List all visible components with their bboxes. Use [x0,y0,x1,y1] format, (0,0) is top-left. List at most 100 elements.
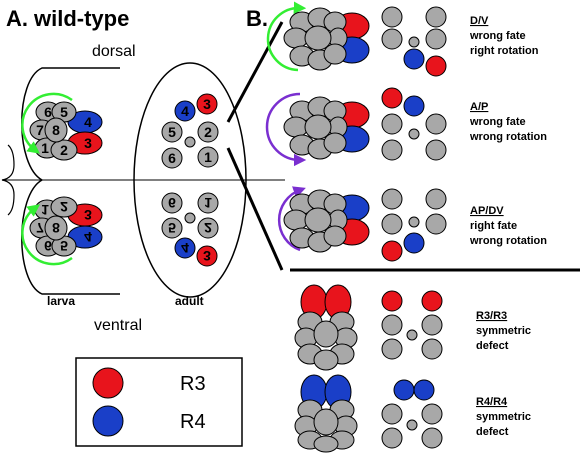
ommatidium-body [294,311,358,371]
row-dv: D/V wrong fate right rotation [266,1,539,77]
row-line2: right rotation [470,45,539,57]
cell-number: 3 [84,135,92,151]
panel-a-title: wild-type [33,6,129,31]
cell-number: 2 [204,220,212,236]
cell-number: 1 [204,195,212,211]
r3-cell [196,245,218,267]
rhabdomere-pattern [381,87,447,161]
cell-number: 6 [168,150,176,166]
larva-label: larva [47,294,75,308]
adult-label: adult [175,294,204,308]
row-title: A/P [470,101,488,113]
gray-cell-small [184,136,196,148]
row-title: D/V [470,15,489,27]
cell-number: 8 [52,220,60,236]
legend-r3-swatch [92,367,124,399]
panel-a-letter: A. [6,6,28,31]
ommatidium-body [283,96,348,160]
cell-number: 7 [36,220,44,236]
cell-number: 5 [168,124,176,140]
row-line2: defect [476,340,509,352]
cell-number: 4 [181,240,189,256]
gray-cell [161,217,183,239]
rhabdomere-pattern [381,188,447,262]
legend-r4-swatch [92,405,124,437]
gray-cell [197,146,219,168]
cell-number: 6 [44,238,52,254]
row-r3r3: R3/R3 symmetric defect [294,284,531,371]
cell-number: 3 [203,248,211,264]
cell-number: 2 [60,199,68,215]
row-title: R4/R4 [476,396,508,408]
gray-cell [197,121,219,143]
row-ap: A/P wrong fate wrong rotation [265,87,547,167]
gray-cell-center [44,117,68,143]
ommatidium-body [294,399,358,453]
row-r4r4: R4/R4 symmetric defect [294,374,531,453]
gray-cell [197,217,219,239]
gray-cell [161,192,183,214]
adult-bottom-ommatidium: 6 1 5 2 4 3 [161,192,219,267]
gray-cell [161,121,183,143]
row-line2: wrong rotation [469,131,547,143]
green-rotation-arrow [21,204,73,266]
legend-r4-label: R4 [180,411,206,433]
cell-number: 3 [203,96,211,112]
zoom-line [226,147,284,271]
gray-cell [50,196,78,218]
purple-rotation-arrow [265,92,307,167]
cell-number: 1 [41,202,49,218]
cell-number: 5 [60,104,68,120]
cell-number: 1 [41,140,49,156]
cell-number: 2 [60,142,68,158]
zoom-line [226,21,284,123]
larva-top-ommatidium: 6 5 7 8 1 2 4 3 [29,101,103,161]
gray-cell [161,147,183,169]
row-line1: symmetric [476,411,531,423]
panel-b-letter: B. [246,6,268,31]
cell-number: 2 [204,124,212,140]
row-title: R3/R3 [476,310,507,322]
row-title: AP/DV [470,205,504,217]
rhabdomere-pattern [381,6,447,77]
larva-bottom-ommatidium: 6 5 7 8 1 2 4 3 [29,196,103,257]
cell-number: 8 [52,122,60,138]
row-line2: wrong rotation [469,235,547,247]
green-rotation-arrow [266,1,307,72]
row-line1: symmetric [476,325,531,337]
rhabdomere-pattern [381,379,443,449]
cell-number: 4 [181,103,189,119]
gray-cell [197,192,219,214]
cell-number: 7 [36,122,44,138]
legend-r3-label: R3 [180,373,206,395]
ventral-label: ventral [94,317,142,334]
row-line1: right fate [470,220,517,232]
r4-cell [174,100,196,122]
row-apdv: AP/DV right fate wrong rotation [277,186,547,262]
cell-number: 6 [44,104,52,120]
row-line1: wrong fate [469,30,526,42]
cell-number: 1 [204,149,212,165]
cell-number: 4 [84,114,92,130]
r4-cell [174,237,196,259]
adult-top-ommatidium: 4 3 5 2 6 1 [161,93,219,169]
row-line2: defect [476,426,509,438]
gray-cell [50,139,78,161]
gray-cell-center [44,215,68,241]
rhabdomere-pattern [381,290,443,360]
cell-number: 6 [168,195,176,211]
cell-number: 5 [168,220,176,236]
ommatidium-body [283,189,348,253]
cell-number: 3 [84,207,92,223]
cell-number: 5 [60,238,68,254]
dorsal-label: dorsal [92,43,136,60]
r3-cell [196,93,218,115]
row-line1: wrong fate [469,116,526,128]
green-rotation-arrow [21,92,73,154]
adult-eye-outline [133,62,247,298]
ommatidium-body [283,7,348,71]
purple-rotation-arrow [277,186,306,252]
gray-cell-small [184,212,196,224]
cell-number: 4 [84,229,92,245]
